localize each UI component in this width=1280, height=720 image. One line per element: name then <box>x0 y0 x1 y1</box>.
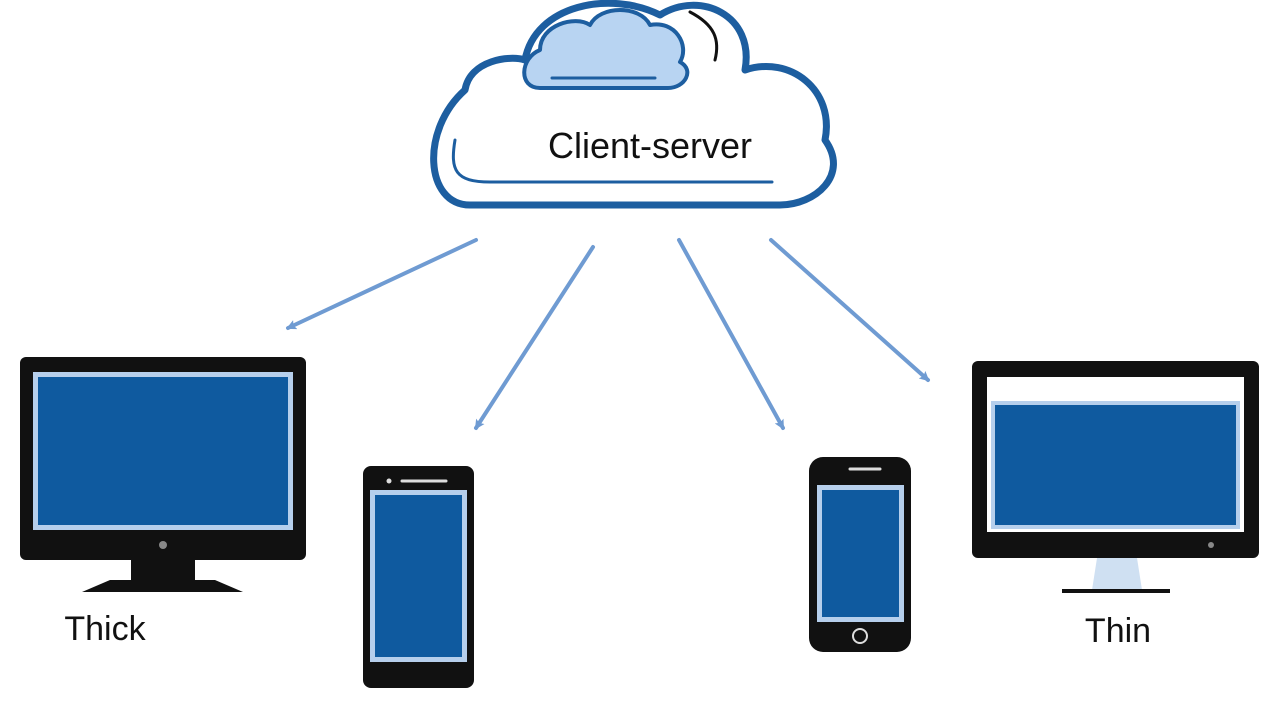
monitor-icon <box>972 361 1259 593</box>
phone-icon <box>809 457 911 652</box>
monitor-icon <box>20 357 306 592</box>
arrow-icon <box>677 238 785 430</box>
arrow-icon <box>286 238 478 330</box>
client-label-thick: Thick <box>64 610 146 648</box>
arrows <box>286 238 930 430</box>
arrow-icon <box>769 238 930 382</box>
arrow-icon <box>474 245 595 430</box>
phone-icon <box>363 466 474 688</box>
cloud-icon: Client-server <box>430 0 837 209</box>
server-label: Client-server <box>548 125 752 166</box>
client-label-thin: Thin <box>1085 612 1151 650</box>
